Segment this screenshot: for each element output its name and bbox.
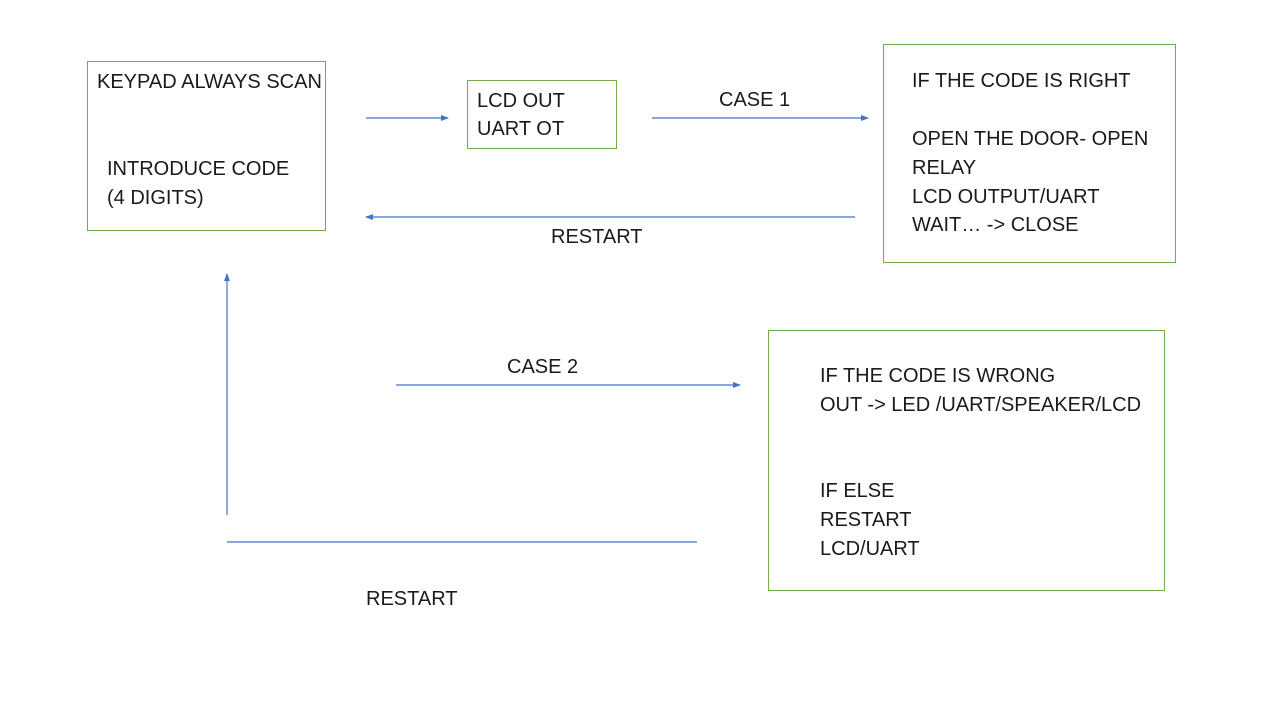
- keypad-title: KEYPAD ALWAYS SCAN: [97, 71, 322, 93]
- code-wrong-box: IF THE CODE IS WRONG OUT -> LED /UART/SP…: [768, 330, 1165, 591]
- case2-label: CASE 2: [507, 356, 579, 378]
- code-wrong-line-2: OUT -> LED /UART/SPEAKER/LCD: [820, 394, 1142, 416]
- lcd-out-line-2: UART OT: [477, 118, 565, 140]
- code-right-line-5: LCD OUTPUT/UART: [912, 186, 1100, 208]
- code-wrong-line-7: LCD/UART: [820, 538, 920, 560]
- code-wrong-line-1: IF THE CODE IS WRONG: [820, 365, 1056, 387]
- lcd-out-line-1: LCD OUT: [477, 90, 565, 112]
- restart-top-label: RESTART: [551, 226, 643, 248]
- code-right-line-3: OPEN THE DOOR- OPEN: [912, 128, 1149, 150]
- keypad-box: KEYPAD ALWAYS SCAN INTRODUCE CODE (4 DIG…: [87, 61, 326, 231]
- keypad-line-2: (4 DIGITS): [107, 187, 204, 209]
- keypad-line-1: INTRODUCE CODE: [107, 158, 290, 180]
- code-right-box: IF THE CODE IS RIGHT OPEN THE DOOR- OPEN…: [883, 44, 1176, 263]
- code-right-line-6: WAIT… -> CLOSE: [912, 214, 1079, 236]
- code-right-line-4: RELAY: [912, 157, 977, 179]
- case1-label: CASE 1: [719, 89, 791, 111]
- code-wrong-line-5: IF ELSE: [820, 480, 895, 502]
- code-right-line-1: IF THE CODE IS RIGHT: [912, 70, 1131, 92]
- restart-bottom-label: RESTART: [366, 588, 458, 610]
- code-wrong-line-6: RESTART: [820, 509, 912, 531]
- lcd-out-box: LCD OUT UART OT: [467, 80, 617, 149]
